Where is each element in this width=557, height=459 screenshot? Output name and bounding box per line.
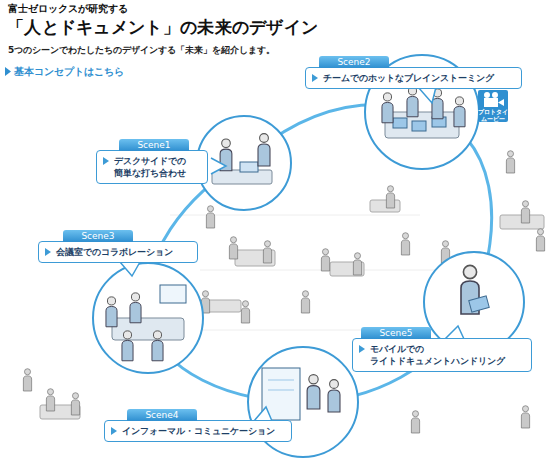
- person-figure: [382, 93, 393, 123]
- header-text: 富士ゼロックスが研究する: [8, 3, 128, 15]
- screen: [160, 285, 186, 303]
- callout-body: 会議室でのコラボレーション: [39, 242, 197, 262]
- bullet-triangle: [111, 427, 117, 435]
- callout-body: モバイルでの ライトドキュメントハンドリング: [353, 339, 531, 371]
- document-sheet: [412, 121, 426, 131]
- person-figure: [401, 233, 409, 255]
- camera-body: [484, 98, 498, 107]
- callout-body: インフォーマル・コミュニケーション: [105, 421, 291, 441]
- person-figure: [328, 380, 340, 412]
- camera-reel: [484, 92, 490, 98]
- callout-pointer: [211, 158, 226, 174]
- scene-tab: Scene5: [361, 327, 431, 339]
- link-arrow: [5, 67, 11, 76]
- icon-label: プロトタイプ ムービー: [478, 108, 508, 122]
- display-line: [268, 390, 294, 391]
- scene-description: インフォーマル・コミュニケーション: [122, 425, 275, 437]
- display-line: [268, 380, 294, 381]
- page-title: 「人とドキュメント」の未来のデザイン: [7, 16, 318, 39]
- bullet-triangle: [45, 248, 51, 256]
- person-figure: [536, 229, 544, 251]
- bullet-triangle: [103, 157, 109, 165]
- scene-tab: Scene2: [319, 56, 389, 68]
- person-figure: [258, 134, 270, 166]
- person-figure: [386, 186, 394, 208]
- link-text: 基本コンセプトはこちら: [14, 65, 124, 78]
- scene-callout-box: Scene1デスクサイドでの 簡単な打ち合わせ: [96, 150, 208, 184]
- callout-pointer: [254, 407, 272, 421]
- document-sheet: [393, 118, 407, 128]
- scene-tab: Scene4: [127, 409, 197, 421]
- person-figure: [307, 375, 320, 409]
- laptop: [240, 162, 258, 172]
- scene-callout-box: Scene5モバイルでの ライトドキュメントハンドリング: [352, 338, 532, 372]
- person-figure: [263, 241, 271, 263]
- table: [370, 200, 400, 212]
- person-figure: [122, 331, 133, 361]
- tablet-device: [469, 296, 489, 312]
- callout-pointer: [418, 87, 436, 103]
- scene-description: チームでのホットなブレインストーミング: [323, 72, 494, 84]
- scene-circle: [424, 252, 524, 352]
- bullet-triangle: [359, 345, 365, 353]
- callout-pointer: [120, 262, 140, 276]
- person-figure: [106, 297, 117, 327]
- bullet-triangle: [312, 74, 318, 82]
- table: [385, 112, 459, 138]
- scene-callout-box: Scene4インフォーマル・コミュニケーション: [104, 420, 292, 442]
- scene-circle: [424, 252, 524, 352]
- person-figure: [46, 389, 54, 411]
- camera-reel: [492, 92, 498, 98]
- scene-tab: Scene1: [119, 139, 189, 151]
- scene-description: モバイルでの ライトドキュメントハンドリング: [370, 343, 525, 367]
- person-figure: [241, 301, 249, 323]
- camera-lens: [498, 99, 504, 106]
- movie-icon: [478, 90, 508, 122]
- person-figure: [454, 97, 465, 127]
- scene-description: デスクサイドでの 簡単な打ち合わせ: [114, 155, 201, 179]
- person-figure: [152, 331, 163, 361]
- scene-description: 会議室でのコラボレーション: [56, 246, 173, 258]
- person-figure: [301, 291, 309, 313]
- scene-circle: [197, 116, 291, 210]
- person-figure: [411, 411, 419, 433]
- person-figure: [130, 293, 141, 323]
- person-figure: [321, 249, 329, 271]
- scene-callout-box: Scene3会議室でのコラボレーション: [38, 241, 198, 263]
- person-figure: [229, 237, 237, 259]
- person-figure: [71, 393, 79, 415]
- person-figure: [206, 206, 214, 228]
- person-figure: [353, 253, 361, 275]
- scene-circle: [93, 263, 203, 373]
- person-figure: [506, 151, 514, 173]
- scene-tab: Scene3: [63, 230, 133, 242]
- callout-body: チームでのホットなブレインストーミング: [306, 68, 521, 88]
- scene-callout-box: Scene2チームでのホットなブレインストーミング: [305, 67, 522, 89]
- header-text: 5つのシーンでわたしたちのデザインする「未来」を紹介します。: [8, 45, 275, 56]
- callout-body: デスクサイドでの 簡単な打ち合わせ: [97, 151, 207, 183]
- person-figure: [521, 406, 529, 428]
- conference-table: [112, 318, 184, 340]
- person-figure: [521, 201, 529, 223]
- table: [205, 300, 241, 312]
- scene-circle: [93, 263, 203, 373]
- person-figure: [407, 87, 418, 117]
- scene-circle: [197, 116, 291, 210]
- person-figure: [23, 369, 31, 391]
